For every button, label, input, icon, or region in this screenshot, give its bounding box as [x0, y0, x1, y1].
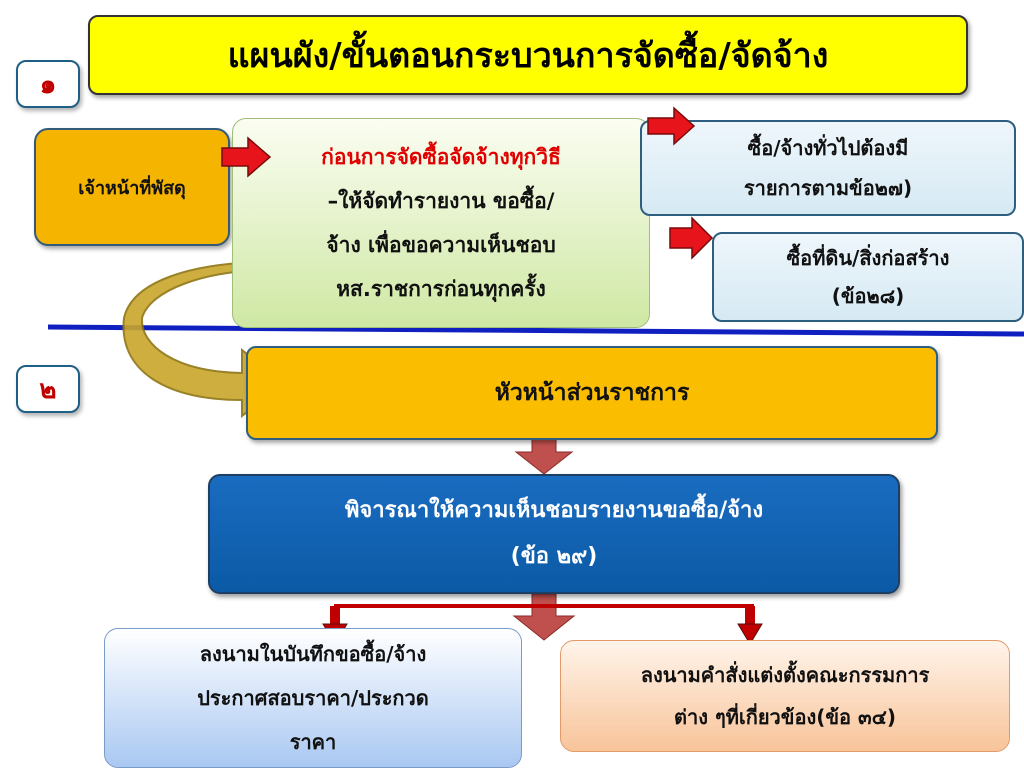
general-line-1: ซื้อ/จ้างทั่วไปต้องมี — [747, 136, 909, 160]
sign-memo-box: ลงนามในบันทึกขอซื้อ/จ้าง ประกาศสอบราคา/ป… — [104, 628, 522, 768]
committee-line-2: ต่าง ๆที่เกี่ยวข้อง(ข้อ ๓๔) — [674, 705, 896, 729]
branch-arrow-right — [737, 606, 763, 645]
sign-line-1: ลงนามในบันทึกขอซื้อ/จ้าง — [199, 642, 427, 666]
before-line-2: –ให้จัดทำรายงาน ขอซื้อ/ — [327, 189, 555, 213]
step-number-2: ๒ — [16, 365, 80, 413]
step-number-1: ๑ — [16, 60, 80, 108]
sign-line-2: ประกาศสอบราคา/ประกวด — [197, 686, 429, 710]
procurement-staff-box: เจ้าหน้าที่พัสดุ — [34, 128, 230, 246]
general-purchase-box: ซื้อ/จ้างทั่วไปต้องมี รายการตามข้อ๒๗) — [640, 120, 1016, 216]
down-arrow-consider-to-split — [512, 593, 576, 641]
page-title: แผนผัง/ขั้นตอนกระบวนการจัดซื้อ/จัดจ้าง — [88, 15, 968, 95]
before-procurement-box: ก่อนการจัดซื้อจัดจ้างทุกวิธี –ให้จัดทำรา… — [232, 118, 650, 328]
consider-approval-box: พิจารณาให้ความเห็นชอบรายงานขอซื้อ/จ้าง (… — [208, 474, 900, 594]
down-arrow-head-to-consider — [514, 437, 574, 475]
arrow-right-to-land — [669, 216, 714, 260]
before-line-3: จ้าง เพื่อขอความเห็นชอบ — [326, 233, 556, 257]
sign-committee-box: ลงนามคำสั่งแต่งตั้งคณะกรรมการ ต่าง ๆที่เ… — [560, 640, 1010, 752]
consider-line-1: พิจารณาให้ความเห็นชอบรายงานขอซื้อ/จ้าง — [344, 498, 764, 523]
consider-line-2: (ข้อ ๒๙) — [510, 544, 598, 569]
section-divider — [47, 324, 1024, 337]
before-line-4: หส.ราชการก่อนทุกครั้ง — [336, 277, 546, 301]
before-line-1: ก่อนการจัดซื้อจัดจ้างทุกวิธี — [321, 145, 561, 169]
agency-head-box: หัวหน้าส่วนราชการ — [246, 346, 938, 440]
land-line-1: ซื้อที่ดิน/สิ่งก่อสร้าง — [786, 246, 950, 270]
land-purchase-box: ซื้อที่ดิน/สิ่งก่อสร้าง (ข้อ๒๘) — [712, 232, 1024, 322]
sign-line-3: ราคา — [289, 730, 337, 754]
committee-line-1: ลงนามคำสั่งแต่งตั้งคณะกรรมการ — [640, 663, 930, 687]
general-line-2: รายการตามข้อ๒๗) — [743, 176, 913, 200]
land-line-2: (ข้อ๒๘) — [831, 284, 905, 308]
